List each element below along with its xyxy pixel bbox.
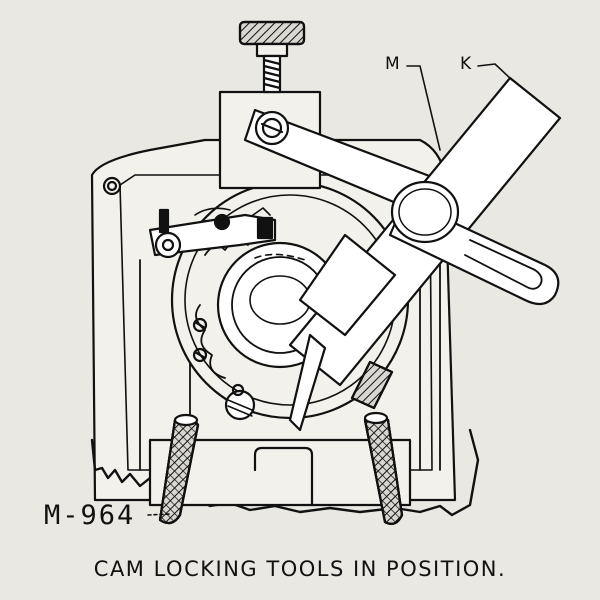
callout-k-label: K bbox=[460, 54, 473, 74]
figure-caption: CAM LOCKING TOOLS IN POSITION. bbox=[93, 557, 507, 581]
leader-k bbox=[477, 63, 513, 81]
right-small-pin bbox=[350, 360, 394, 410]
right-locking-pin bbox=[363, 411, 404, 525]
rotor-screws bbox=[192, 290, 402, 421]
leader-figure-number bbox=[147, 513, 171, 516]
base-block bbox=[148, 438, 412, 507]
callout-m-label: M bbox=[385, 54, 401, 74]
lock-knob bbox=[390, 180, 460, 244]
tool-inner-bar bbox=[298, 233, 397, 337]
breaker-arm bbox=[148, 207, 277, 259]
leader-m bbox=[406, 65, 441, 151]
figure-number: M-964 bbox=[44, 500, 136, 531]
left-locking-pin bbox=[158, 413, 200, 525]
